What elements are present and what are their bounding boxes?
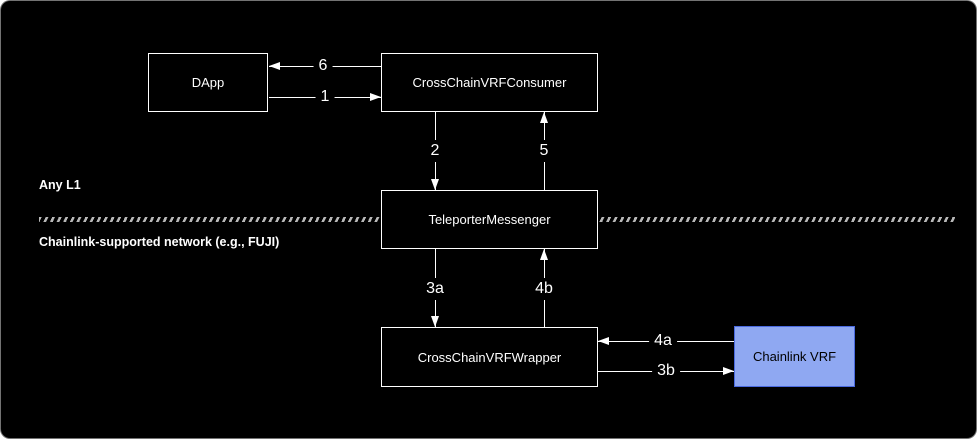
node-crosschain-vrf-consumer: CrossChainVRFConsumer: [381, 53, 598, 112]
edge-6-arrowhead-icon: [269, 62, 280, 70]
edge-3b-arrowhead-icon: [723, 367, 734, 375]
edge-1-arrowhead-icon: [370, 93, 381, 101]
edge-4b-label: 4b: [530, 278, 558, 300]
edge-4a-arrowhead-icon: [598, 337, 609, 345]
node-chainlink-vrf: Chainlink VRF: [734, 326, 855, 387]
node-dapp: DApp: [148, 53, 268, 112]
edge-2-arrowhead-icon: [431, 179, 439, 190]
edge-3a-label: 3a: [421, 278, 449, 300]
edge-5-arrowhead-icon: [540, 112, 548, 123]
node-crosschain-vrf-wrapper: CrossChainVRFWrapper: [381, 327, 598, 387]
edge-1-label: 1: [315, 86, 335, 108]
edge-3b-label: 3b: [652, 360, 680, 382]
region-label-any-l1: Any L1: [39, 178, 81, 192]
edge-2-label: 2: [425, 140, 445, 162]
edge-4b-arrowhead-icon: [540, 249, 548, 260]
edge-4a-label: 4a: [649, 330, 677, 352]
region-label-chainlink-network: Chainlink-supported network (e.g., FUJI): [39, 235, 280, 249]
edge-5-label: 5: [534, 140, 554, 162]
node-teleporter-messenger: TeleporterMessenger: [381, 190, 598, 249]
edge-6-label: 6: [313, 55, 333, 77]
edge-3a-arrowhead-icon: [431, 316, 439, 327]
